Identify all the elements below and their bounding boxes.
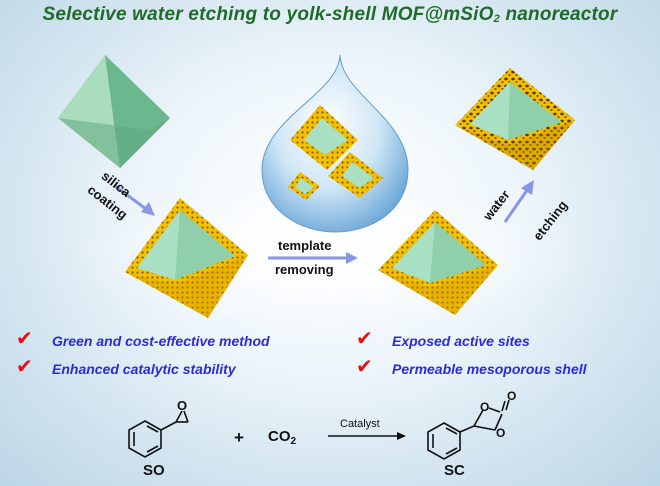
- reactant-label-so: SO: [143, 462, 165, 479]
- carbonate-ring-oxygen-2: O: [496, 426, 506, 440]
- label-removing: removing: [275, 262, 334, 277]
- water-droplet: [261, 54, 409, 233]
- feature-green-method: Green and cost-effective method: [52, 333, 270, 349]
- check-icon: ✔: [16, 326, 33, 350]
- check-icon: ✔: [16, 354, 33, 378]
- styrene-carbonate-structure: [427, 399, 510, 460]
- mof-silica-core-shell: [125, 198, 248, 318]
- figure-title: Selective water etching to yolk-shell MO…: [42, 4, 618, 25]
- arrow-template-removing: [268, 252, 358, 264]
- check-icon: ✔: [356, 326, 373, 350]
- feature-exposed-sites: Exposed active sites: [392, 333, 530, 349]
- check-icon: ✔: [356, 354, 373, 378]
- co2-label: CO2: [268, 428, 297, 447]
- feature-catalytic-stability: Enhanced catalytic stability: [52, 361, 236, 377]
- mof-octahedron-bare: [58, 55, 170, 168]
- mof-yolk-shell-before-etching: [378, 210, 498, 315]
- feature-mesoporous-shell: Permeable mesoporous shell: [392, 361, 587, 377]
- arrow-water-etching: [503, 180, 534, 223]
- mof-yolk-shell-etched: [455, 68, 575, 170]
- label-template: template: [278, 238, 332, 253]
- arrow-silica-coating: [114, 184, 155, 216]
- carbonate-ring-oxygen: O: [480, 400, 490, 414]
- catalyst-label: Catalyst: [340, 418, 380, 430]
- styrene-oxide-structure: [128, 410, 189, 458]
- reaction-arrow: [328, 432, 406, 440]
- epoxide-oxygen-label: O: [177, 398, 188, 413]
- plus-sign: +: [234, 428, 244, 447]
- product-label-sc: SC: [444, 462, 465, 479]
- carbonyl-oxygen: O: [507, 389, 517, 403]
